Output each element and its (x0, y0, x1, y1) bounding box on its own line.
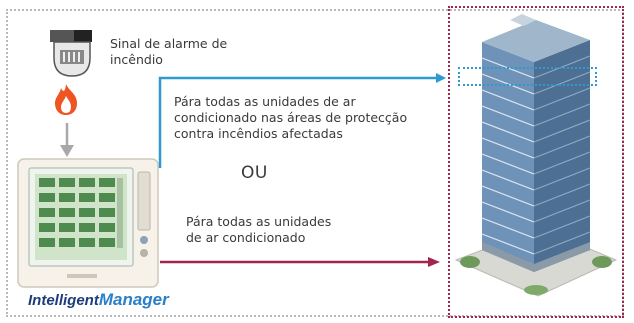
red-arrow-head (428, 257, 440, 267)
fire-alarm-detector-icon (50, 30, 92, 77)
all-units-zone (448, 6, 624, 318)
affected-units-label: Pára todas as unidades de ar condicionad… (174, 94, 407, 142)
controller-device-icon (17, 158, 159, 288)
all-units-line-1: Pára todas as unidades (186, 214, 332, 229)
logo-part-2: Manager (98, 290, 169, 309)
all-units-line-2: de ar condicionado (186, 230, 306, 245)
intelligent-manager-logo: IntelligentManager (28, 290, 169, 310)
flame-icon (55, 84, 77, 115)
affected-units-line-2: condicionado nas áreas de protecção (174, 110, 408, 125)
blue-arrow-line (158, 76, 436, 168)
affected-units-line-1: Pára todas as unidades de ar (174, 94, 356, 109)
logo-part-1: Intelligent (28, 292, 99, 309)
blue-arrow-head (436, 73, 446, 83)
affected-units-line-3: contra incêndios afectadas (174, 126, 343, 141)
building-icon (454, 14, 618, 297)
or-label: OU (241, 163, 268, 183)
affected-zone (458, 67, 597, 86)
fire-signal-line-2: incêndio (110, 52, 163, 67)
all-units-label: Pára todas as unidades de ar condicionad… (186, 214, 331, 246)
down-arrow-icon (60, 123, 74, 157)
fire-signal-label: Sinal de alarme de incêndio (110, 36, 227, 68)
fire-signal-line-1: Sinal de alarme de (110, 36, 228, 51)
